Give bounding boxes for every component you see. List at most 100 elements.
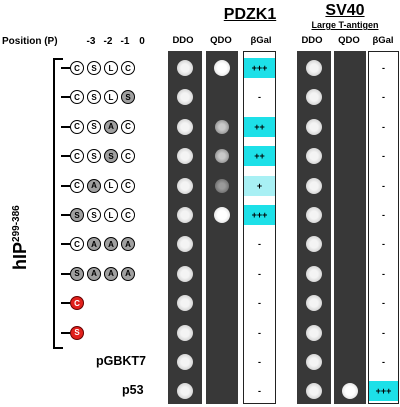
residue-1: C (70, 237, 84, 252)
pdzk1-bgal-value: +++ (244, 205, 275, 225)
pdzk1-bgal-value: + (244, 175, 275, 196)
sv40-ddo-colony (306, 89, 322, 106)
residue-2: S (87, 149, 101, 164)
residue-3: S (104, 149, 118, 164)
sv40-bgal-value: - (382, 357, 385, 367)
sv40-ddo-colony (306, 118, 322, 135)
pdzk1-ddo-colony (177, 236, 193, 253)
residue-3: A (104, 119, 118, 134)
pdzk1-ddo-colony (177, 295, 193, 312)
residue-1: S (70, 325, 84, 340)
pdzk1-ddo-colony (177, 383, 193, 400)
residue-3: A (104, 237, 118, 252)
pdzk1-qdo-colony (214, 60, 230, 76)
pdzk1-bgal-strip (243, 51, 276, 404)
position-m3: -3 (86, 36, 96, 47)
residue-1: C (70, 61, 84, 75)
chain-dash (61, 243, 70, 246)
pdzk1-ddo-colony (177, 324, 193, 341)
residue-3: L (104, 178, 118, 193)
residue-3: L (104, 90, 118, 105)
sv40-ddo-colony (306, 324, 322, 341)
pdzk1-bgal-value: - (258, 386, 261, 397)
sv40-bgal-value: - (382, 151, 385, 162)
sv40-ddo-colony (306, 383, 322, 400)
residue-3: L (104, 61, 118, 75)
residue-2: A (87, 178, 101, 193)
pdzk1-bgal-value: - (258, 92, 261, 103)
control-label: p53 (122, 383, 144, 398)
pdzk1-ddo-colony (177, 60, 193, 76)
sv40-bgal-value: - (382, 92, 385, 103)
sv40-ddo-colony (306, 60, 322, 76)
pdzk1-qdo-colony (215, 149, 229, 164)
residue-1: C (70, 149, 84, 164)
hip-group-label: hIP299-386 (10, 205, 30, 270)
pdzk1-bgal-value: - (258, 268, 261, 279)
pdzk1-ddo-colony (177, 265, 193, 282)
sv40-bgal-value: +++ (369, 381, 398, 402)
chain-dash (61, 125, 70, 128)
residue-4: A (121, 237, 135, 252)
residue-4: C (121, 208, 135, 222)
sv40-bgal-value: - (382, 327, 385, 338)
residue-2: S (87, 119, 101, 134)
chain-dash (61, 331, 70, 334)
col-qdo-pdzk1: QDO (210, 35, 232, 46)
residue-1: S (70, 266, 84, 281)
sv40-ddo-colony (306, 354, 322, 370)
pdzk1-ddo-colony (177, 177, 193, 194)
residue-1: S (70, 208, 84, 222)
sv40-ddo-colony (306, 295, 322, 312)
pdzk1-bgal-value: - (258, 298, 261, 309)
col-bgal-sv40: βGal (372, 35, 394, 46)
residue-4: S (121, 90, 135, 105)
sv40-qdo-colony (342, 383, 358, 400)
sv40-header: SV40 (325, 2, 365, 19)
sv40-ddo-colony (306, 207, 322, 223)
residue-4: C (121, 178, 135, 193)
residue-2: S (87, 208, 101, 222)
residue-2: A (87, 266, 101, 281)
pdzk1-qdo-strip (206, 51, 238, 404)
pdzk1-ddo-colony (177, 118, 193, 135)
pdzk1-bgal-value: - (258, 357, 261, 367)
residue-2: A (87, 237, 101, 252)
pdzk1-ddo-colony (177, 89, 193, 106)
pdzk1-header: PDZK1 (223, 6, 277, 23)
col-qdo-sv40: QDO (338, 35, 360, 46)
sv40-ddo-colony (306, 148, 322, 165)
sv40-ddo-colony (306, 177, 322, 194)
chain-dash (61, 214, 70, 216)
sv40-bgal-strip (368, 51, 399, 404)
pdzk1-qdo-colony (215, 178, 229, 193)
sv40-bgal-value: - (382, 210, 385, 220)
residue-4: A (121, 266, 135, 281)
residue-1: C (70, 119, 84, 134)
residue-3: A (104, 266, 118, 281)
position-m1: -1 (120, 36, 130, 47)
pdzk1-bgal-value: ++ (244, 116, 275, 137)
chain-dash (61, 272, 70, 275)
pdzk1-qdo-colony (214, 207, 230, 223)
chain-dash (61, 155, 70, 158)
sv40-bgal-value: - (382, 268, 385, 279)
pdzk1-ddo-strip (168, 51, 202, 404)
residue-4: C (121, 149, 135, 164)
residue-4: C (121, 61, 135, 75)
pdzk1-bgal-value: ++ (244, 146, 275, 167)
col-ddo-sv40: DDO (301, 35, 323, 46)
col-ddo-pdzk1: DDO (172, 35, 194, 46)
sv40-bgal-value: - (382, 121, 385, 132)
pdzk1-ddo-colony (177, 207, 193, 223)
sv40-bgal-value: - (382, 63, 385, 73)
pdzk1-ddo-colony (177, 354, 193, 370)
sv40-ddo-colony (306, 236, 322, 253)
pdzk1-bgal-value: - (258, 327, 261, 338)
chain-dash (61, 67, 70, 69)
control-label: pGBKT7 (96, 354, 146, 368)
residue-2: S (87, 90, 101, 105)
sv40-subheader: Large T-antigen (311, 20, 379, 30)
pdzk1-ddo-colony (177, 148, 193, 165)
sv40-bgal-value: - (382, 239, 385, 250)
